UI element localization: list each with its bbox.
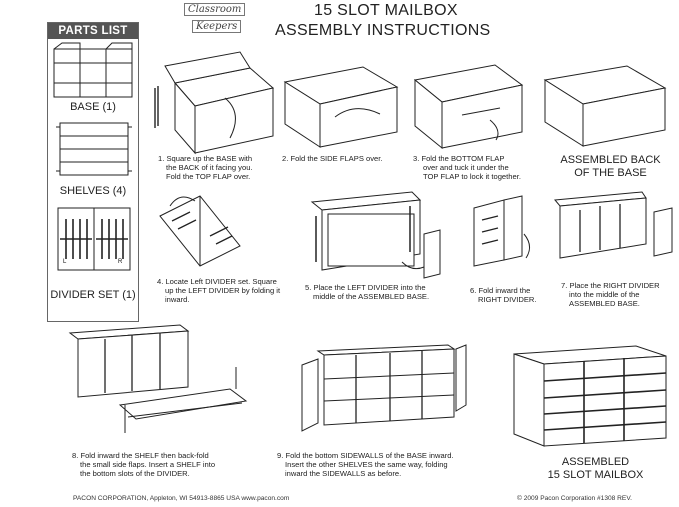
parts-list-panel: PARTS LIST <box>47 22 139 322</box>
assembled-mailbox-illustration <box>510 346 670 446</box>
step-3-caption: 3. Fold the BOTTOM FLAP over and tuck it… <box>413 154 521 181</box>
divider-set-illustration <box>58 208 130 270</box>
footer-copyright: © 2009 Pacon Corporation #1308 REV. <box>517 495 632 502</box>
assembled-back-caption: ASSEMBLED BACK OF THE BASE <box>560 154 661 179</box>
divider-left-mark: L <box>63 259 67 265</box>
parts-base-label: BASE (1) <box>70 101 116 113</box>
assembled-back-illustration <box>545 66 667 146</box>
divider-right-mark: R <box>118 259 123 265</box>
step-7-caption: 7. Place the RIGHT DIVIDER into the midd… <box>561 281 660 308</box>
step-2-illustration <box>285 62 405 147</box>
step-4-illustration <box>160 196 245 268</box>
page-title: 15 SLOT MAILBOX <box>314 2 458 19</box>
classroom-keepers-logo: Classroom Keepers <box>178 2 268 36</box>
base-flat-illustration <box>54 43 132 97</box>
parts-list-illustrations <box>48 23 138 321</box>
step-3-illustration <box>410 60 530 148</box>
step-9-illustration <box>298 345 468 445</box>
parts-shelves-label: SHELVES (4) <box>59 185 127 197</box>
step-1-illustration <box>155 58 280 153</box>
assembled-final-caption: ASSEMBLED 15 SLOT MAILBOX <box>547 456 644 481</box>
step-7-illustration <box>550 192 675 272</box>
step-8-caption: 8. Fold inward the SHELF then back-fold … <box>72 451 216 478</box>
step-6-illustration <box>474 196 540 266</box>
parts-list-header: PARTS LIST <box>48 23 138 39</box>
step-6-caption: 6. Fold inward the RIGHT DIVIDER. <box>470 286 537 304</box>
page-subtitle: ASSEMBLY INSTRUCTIONS <box>275 22 491 39</box>
footer-company: PACON CORPORATION, Appleton, WI 54913-88… <box>73 495 290 502</box>
parts-divider-set-label: DIVIDER SET (1) <box>50 289 136 301</box>
step-5-illustration <box>302 192 442 280</box>
logo-line-2: Keepers <box>192 20 242 33</box>
step-1-caption: 1. Square up the BASE with the BACK of i… <box>158 154 253 181</box>
step-8-illustration <box>70 325 250 440</box>
step-2-caption: 2. Fold the SIDE FLAPS over. <box>282 154 383 163</box>
step-5-caption: 5. Place the LEFT DIVIDER into the middl… <box>305 283 430 301</box>
step-4-caption: 4. Locate Left DIVIDER set. Square up th… <box>157 277 281 304</box>
step-9-caption: 9. Fold the bottom SIDEWALLS of the BASE… <box>277 451 454 478</box>
shelves-illustration <box>56 123 132 175</box>
logo-line-1: Classroom <box>184 3 246 16</box>
